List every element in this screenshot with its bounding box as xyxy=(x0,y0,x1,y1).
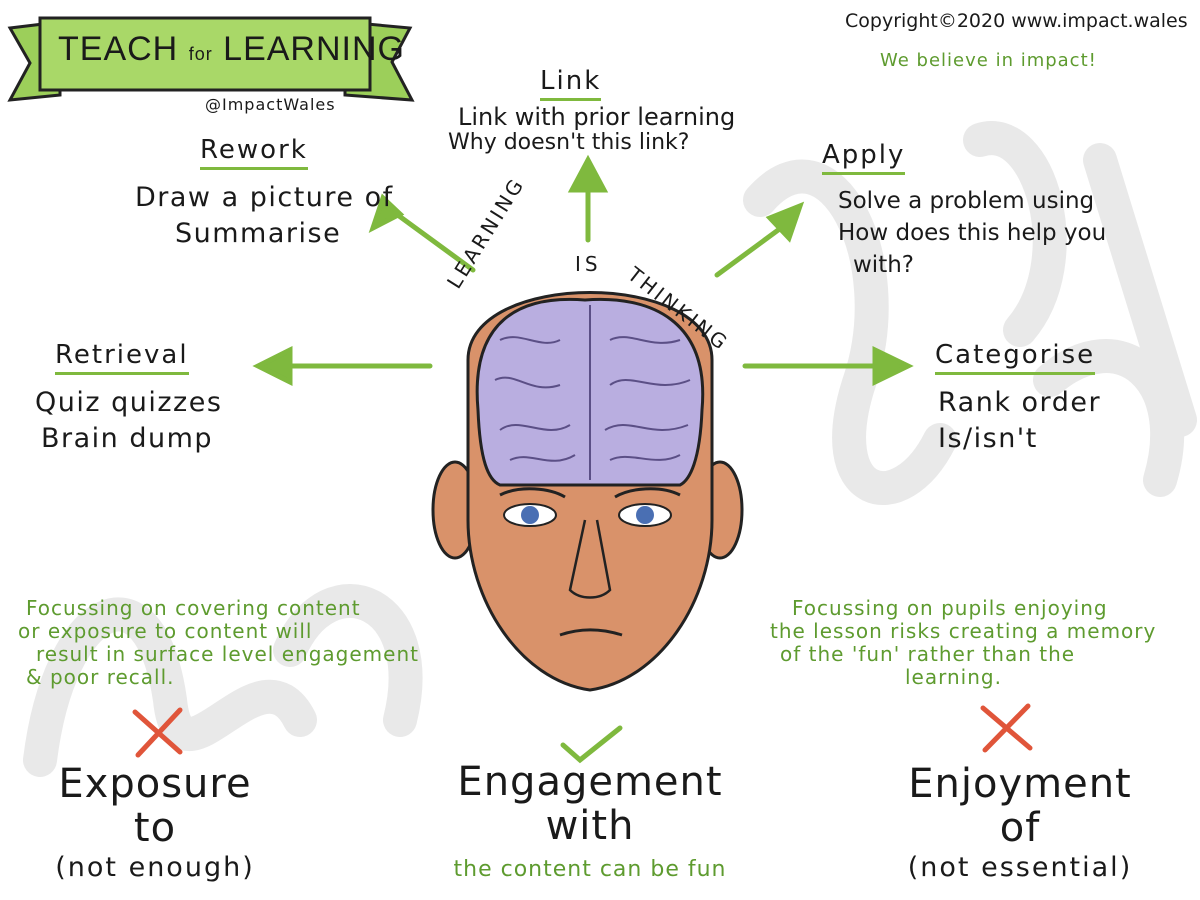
note-right-line-3: of the 'fun' rather than the xyxy=(780,642,1076,666)
note-left: Focussing on covering content or exposur… xyxy=(18,597,419,689)
branch-retrieval-heading: Retrieval xyxy=(55,340,189,375)
check-icon xyxy=(560,725,623,764)
branch-categorise-body: Rank order Is/isn't xyxy=(938,385,1101,457)
branch-rework-line-1: Draw a picture of xyxy=(135,182,394,213)
branch-apply-body: Solve a problem using How does this help… xyxy=(838,185,1106,281)
branch-apply-heading: Apply xyxy=(822,140,906,175)
enjoyment-line-1: Enjoyment xyxy=(908,761,1132,807)
branch-retrieval-line-1: Quiz quizzes xyxy=(35,387,223,418)
branch-retrieval: Retrieval xyxy=(55,340,189,375)
note-right-line-4: learning. xyxy=(905,665,1002,689)
branch-link-line-1: Link with prior learning xyxy=(458,103,736,131)
branch-categorise-line-1: Rank order xyxy=(938,387,1102,418)
branch-apply: Apply xyxy=(822,140,906,175)
cross-left-icon xyxy=(132,707,183,758)
note-right-line-2: the lesson risks creating a memory xyxy=(770,619,1157,643)
twitter-handle: @ImpactWales xyxy=(205,95,336,114)
exposure-line-1: Exposure xyxy=(58,761,252,807)
branch-apply-line-3: with? xyxy=(853,252,915,278)
branch-link-heading: Link xyxy=(540,66,602,101)
branch-link: Link xyxy=(540,66,602,101)
engagement-sub: the content can be fun xyxy=(453,857,727,882)
title-learning: LEARNING xyxy=(223,30,405,68)
tagline: We believe in impact! xyxy=(880,50,1097,71)
note-right-line-1: Focussing on pupils enjoying xyxy=(792,596,1108,620)
engagement-line-2: with xyxy=(545,803,635,849)
branch-retrieval-body: Quiz quizzes Brain dump xyxy=(35,385,222,457)
branch-categorise-line-2: Is/isn't xyxy=(938,423,1038,454)
note-left-line-1: Focussing on covering content xyxy=(26,596,361,620)
title-teach: TEACH xyxy=(58,30,179,68)
copyright-line: Copyright©2020 www.impact.wales xyxy=(845,10,1188,32)
enjoyment-line-2: of xyxy=(999,805,1041,851)
bottom-engagement: Engagement with the content can be fun xyxy=(440,760,740,881)
branch-link-line-2: Why doesn't this link? xyxy=(448,130,690,155)
branch-apply-line-2: How does this help you xyxy=(838,220,1107,246)
note-left-line-2: or exposure to content will xyxy=(18,619,313,643)
note-left-line-3: result in surface level engagement xyxy=(36,642,419,666)
watermark xyxy=(23,121,1197,777)
bottom-enjoyment: Enjoyment of (not essential) xyxy=(880,762,1160,883)
branch-rework-heading: Rework xyxy=(200,135,308,170)
note-right: Focussing on pupils enjoying the lesson … xyxy=(770,597,1156,689)
branch-rework-line-2: Summarise xyxy=(175,218,342,249)
branch-retrieval-line-2: Brain dump xyxy=(41,423,214,454)
exposure-line-2: to xyxy=(133,805,177,851)
arc-word-is: IS xyxy=(575,252,602,276)
cross-right-icon xyxy=(980,703,1033,753)
branch-rework: Rework xyxy=(200,135,308,170)
arrows xyxy=(252,154,914,387)
branch-categorise: Categorise xyxy=(935,340,1096,375)
branch-link-body: Link with prior learning Why doesn't thi… xyxy=(448,103,736,156)
page-title: TEACH for LEARNING xyxy=(58,30,405,69)
note-left-line-4: & poor recall. xyxy=(26,665,175,689)
exposure-paren: (not enough) xyxy=(55,852,255,883)
branch-rework-body: Draw a picture of Summarise xyxy=(135,180,394,252)
engagement-line-1: Engagement xyxy=(457,759,723,805)
branch-apply-line-1: Solve a problem using xyxy=(838,188,1095,214)
bottom-exposure: Exposure to (not enough) xyxy=(30,762,280,883)
branch-categorise-heading: Categorise xyxy=(935,340,1096,375)
enjoyment-paren: (not essential) xyxy=(907,852,1133,883)
head-illustration xyxy=(431,291,744,692)
title-for: for xyxy=(188,44,213,64)
title-banner xyxy=(7,16,415,102)
